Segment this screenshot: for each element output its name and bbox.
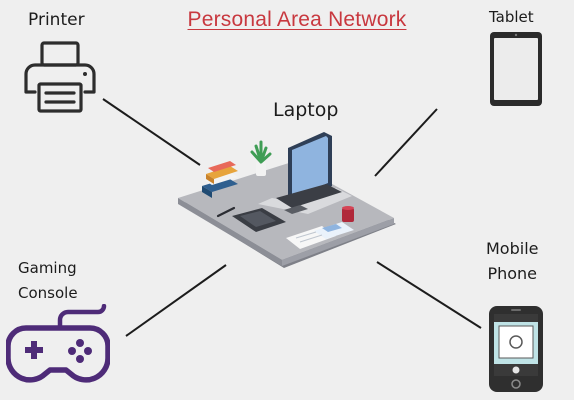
smartphone-icon [489,306,543,392]
gaming-console-label-line1: Gaming [18,259,77,277]
tablet-icon [490,32,542,106]
mobile-phone-label-line1: Mobile [486,239,539,258]
tablet-label: Tablet [489,8,534,26]
gaming-console-label-line2: Console [18,284,78,302]
mobile-phone-label-line2: Phone [487,264,538,283]
printer-icon [24,41,96,113]
printer-label: Printer [28,10,85,30]
gamepad-icon [6,304,110,383]
gaming-console-label: Gaming Console [18,256,78,306]
laptop-label: Laptop [273,99,339,121]
mobile-phone-label: Mobile Phone [486,236,538,286]
laptop-desk-icon [178,132,396,268]
diagram-title: Personal Area Network [187,8,407,31]
